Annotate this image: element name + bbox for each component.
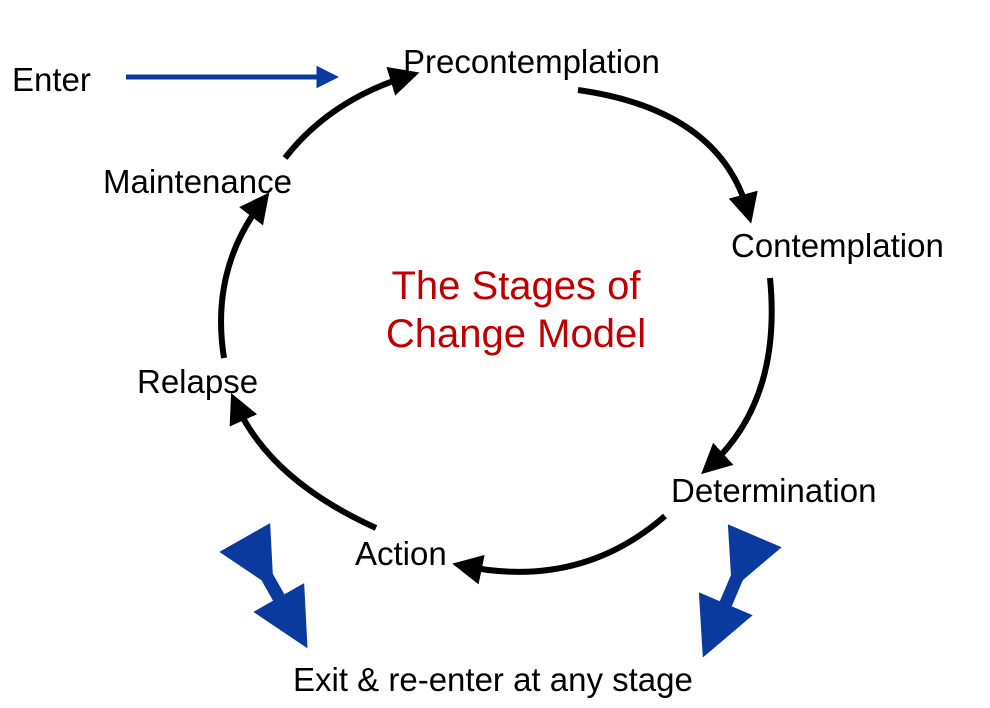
stage-determination: Determination: [671, 472, 877, 509]
arrow-contemplation-to-determination: [701, 277, 775, 475]
stage-precontemplation: Precontemplation: [403, 43, 660, 80]
title-line-2: Change Model: [385, 312, 647, 356]
arrow-action-to-relapse: [229, 393, 378, 531]
diagram-title: The Stages of Change Model: [346, 262, 686, 358]
exit-reenter-right-arrow: [698, 524, 782, 658]
arrow-precontemplation-to-contemplation: [577, 87, 758, 224]
arrow-determination-to-action: [452, 513, 667, 585]
enter-label: Enter: [12, 61, 91, 98]
stage-action: Action: [355, 535, 447, 572]
stage-relapse: Relapse: [137, 363, 259, 400]
arrow-relapse-to-maintenance: [218, 192, 270, 359]
stage-maintenance: Maintenance: [103, 163, 292, 200]
exit-reenter-left-arrow: [219, 523, 308, 649]
title-line-1: The Stages of: [391, 264, 641, 308]
stage-contemplation: Contemplation: [731, 227, 944, 264]
exit-reenter-label: Exit & re-enter at any stage: [293, 661, 693, 698]
arrow-maintenance-to-precontemplation: [282, 66, 420, 160]
